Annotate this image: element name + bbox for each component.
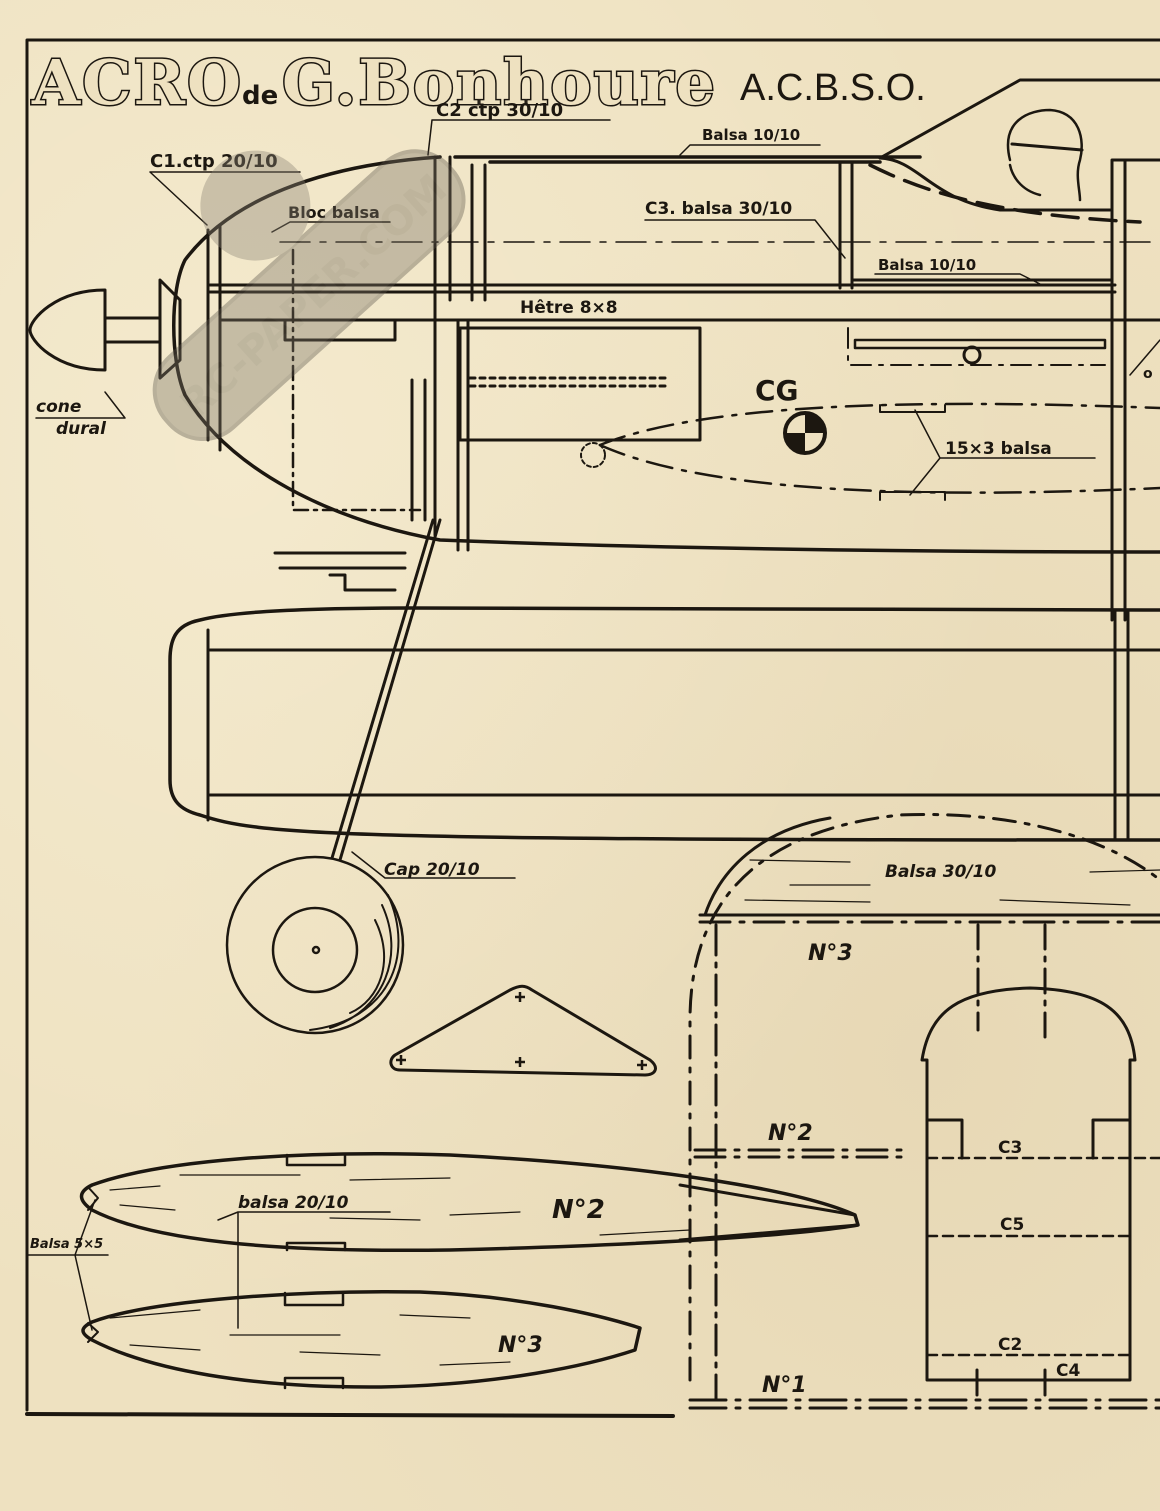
label-cone: cone <box>36 397 81 417</box>
wing-stub <box>678 1183 860 1242</box>
label-balsa-30: Balsa 30/10 <box>885 862 996 882</box>
rib-n2 <box>79 1152 860 1253</box>
cockpit-blocks <box>925 1118 1132 1160</box>
cone-leader <box>35 391 126 419</box>
rib-n2-le <box>87 1186 99 1211</box>
former-c2-b <box>470 163 487 302</box>
label-bloc-balsa: Bloc balsa <box>288 203 380 222</box>
pilot-goggles <box>1010 142 1084 152</box>
label-c1-ctp: C1.ctp 20/10 <box>150 151 278 172</box>
rib-n3-notches <box>283 1291 345 1390</box>
label-c3-balsa: C3. balsa 30/10 <box>645 199 792 219</box>
label-former-n1: N°1 <box>762 1373 807 1398</box>
landing-gear-strut <box>330 518 442 862</box>
fuel-line <box>468 376 667 388</box>
balsa-top-leader <box>679 144 821 156</box>
former-n2-line <box>693 1148 907 1159</box>
engine-mount <box>283 318 397 342</box>
prop-shaft <box>103 316 162 344</box>
label-cap: Cap 20/10 <box>384 860 480 880</box>
edge-leader <box>1129 339 1160 376</box>
label-former-n2: N°2 <box>768 1121 813 1146</box>
plan-title: ACRO <box>31 46 243 119</box>
fuel-tank <box>458 326 702 442</box>
label-c2-ctp: C2 ctp 30/10 <box>436 100 563 121</box>
former-n1-line <box>688 1398 1160 1410</box>
cockpit-opening <box>920 986 1137 1382</box>
balsa20-leader <box>217 1211 391 1329</box>
balsa-mid-leader <box>874 273 1041 285</box>
label-hetre: Hêtre 8×8 <box>520 298 618 318</box>
plan-author: G.Bonhoure <box>282 46 717 119</box>
cg-symbol <box>783 411 827 455</box>
club-name: A.C.B.S.O. <box>740 67 926 109</box>
label-dural: dural <box>56 419 107 439</box>
wing-leading-edge <box>580 442 606 468</box>
bloc-leader <box>271 221 391 233</box>
page-border <box>25 38 1160 1412</box>
frame-c4-ticks <box>975 1368 1047 1397</box>
pilot-head <box>1006 108 1083 202</box>
firewall-bolts <box>410 378 427 522</box>
label-frame-c5: C5 <box>1000 1215 1024 1235</box>
prop-hub <box>158 278 182 380</box>
former-rear <box>1110 158 1160 622</box>
label-spar: 15×3 balsa <box>945 439 1052 459</box>
wheel <box>225 855 405 1035</box>
turtle-deck <box>878 78 1160 160</box>
former-c1 <box>206 223 222 452</box>
wing-planform <box>168 606 1160 842</box>
c2-leader <box>427 119 611 156</box>
title-connector: de <box>242 81 278 111</box>
label-frame-c4: C4 <box>1056 1361 1080 1381</box>
spinner-cone <box>28 288 107 372</box>
spar-top <box>879 404 946 413</box>
triangle-holes <box>396 992 647 1070</box>
label-former-n3: N°3 <box>808 941 853 966</box>
label-rib-n3: N°3 <box>498 1333 543 1358</box>
former-c2 <box>433 155 452 537</box>
wing-root <box>1113 608 1130 842</box>
engine-dash <box>291 248 422 512</box>
bellcrank-box <box>847 327 1106 366</box>
exhaust-pipe <box>273 551 407 592</box>
bellcrank-plate <box>853 338 1107 350</box>
c3-leader <box>644 219 846 259</box>
label-balsa-5: Balsa 5×5 <box>30 1237 103 1252</box>
balsa5-leader <box>27 1199 109 1331</box>
bellcrank-triangle <box>389 984 657 1077</box>
canopy-line <box>878 156 1112 212</box>
top-deck <box>453 155 922 164</box>
label-frame-c2: C2 <box>998 1335 1022 1355</box>
former-arch-wood <box>703 816 832 917</box>
gear-vertical <box>456 318 470 552</box>
cap-leader <box>351 851 516 879</box>
canopy-dash <box>868 163 1142 224</box>
rib-n2-grain <box>109 1174 691 1236</box>
longeron-top <box>208 283 1117 294</box>
rib-n3 <box>81 1290 642 1389</box>
label-cg: CG <box>755 374 799 407</box>
former-n3-arch <box>688 812 1160 1382</box>
page-border-bottom <box>25 1412 675 1418</box>
c1-leader <box>149 171 301 226</box>
cowling-outline <box>172 155 1160 554</box>
bellcrank-bolt <box>962 345 982 365</box>
wing-section <box>598 402 1160 494</box>
rib-n3-grain <box>109 1309 511 1366</box>
label-balsa-20: balsa 20/10 <box>238 1193 349 1213</box>
cockpit-stringers <box>976 923 1047 1042</box>
rib-n2-notches <box>285 1153 347 1252</box>
watermark-engine-icon <box>200 150 311 261</box>
label-rib-n2: N°2 <box>552 1195 605 1225</box>
label-edge-fragment: o <box>1143 366 1153 382</box>
wood-grain <box>744 859 1160 906</box>
label-frame-c3: C3 <box>998 1138 1022 1158</box>
former-c3 <box>838 160 854 290</box>
label-balsa-mid: Balsa 10/10 <box>878 256 976 274</box>
spar-leader <box>909 409 1096 496</box>
label-balsa-top: Balsa 10/10 <box>702 126 800 144</box>
